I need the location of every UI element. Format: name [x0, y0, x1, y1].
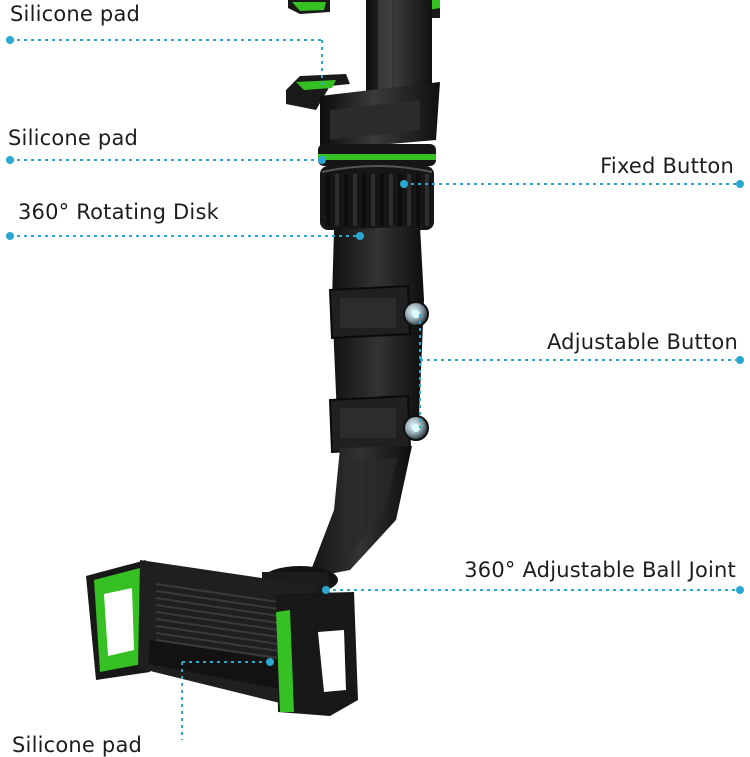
mirror-clamp	[286, 74, 440, 150]
label-silicone-pad-top: Silicone pad	[10, 2, 141, 26]
knurl-ridge	[326, 174, 330, 226]
label-silicone-pad-mid: Silicone pad	[8, 126, 139, 150]
knurl-ridge	[398, 174, 402, 226]
clamp-rib	[155, 611, 293, 633]
label-rotating-disk: 360° Rotating Disk	[18, 200, 219, 224]
clamp-rib	[155, 604, 293, 626]
knurl-ridge	[362, 174, 366, 226]
clamp-rib	[155, 625, 293, 647]
knurl-ridge	[407, 174, 411, 226]
clamp-rib	[155, 639, 293, 661]
knurl-ridge	[380, 174, 384, 226]
knurl-ridge	[389, 174, 393, 226]
knurl-ridge	[416, 174, 420, 226]
label-silicone-pad-bottom: Silicone pad	[12, 733, 143, 757]
knurl-ridge	[344, 174, 348, 226]
label-fixed-button: Fixed Button	[600, 154, 734, 178]
knurl-ridge	[425, 174, 429, 226]
clamp-rib	[155, 618, 293, 640]
silicone-ring	[318, 144, 436, 166]
adjustable-arm	[308, 226, 429, 578]
label-ball-joint: 360° Adjustable Ball Joint	[464, 558, 736, 582]
clamp-rib	[155, 632, 293, 654]
leader-dots	[6, 36, 744, 666]
knurl-ridge	[335, 174, 339, 226]
clamp-rib	[155, 590, 293, 612]
label-adjustable-button: Adjustable Button	[546, 330, 738, 354]
top-clamp	[288, 0, 440, 96]
clamp-rib	[155, 583, 293, 605]
rotating-disk-part	[320, 165, 434, 230]
clamp-rib	[155, 597, 293, 619]
leader-lines	[10, 39, 740, 740]
knurl-ridge	[353, 174, 357, 226]
knurl-ridge	[371, 174, 375, 226]
phone-holder	[86, 0, 440, 716]
